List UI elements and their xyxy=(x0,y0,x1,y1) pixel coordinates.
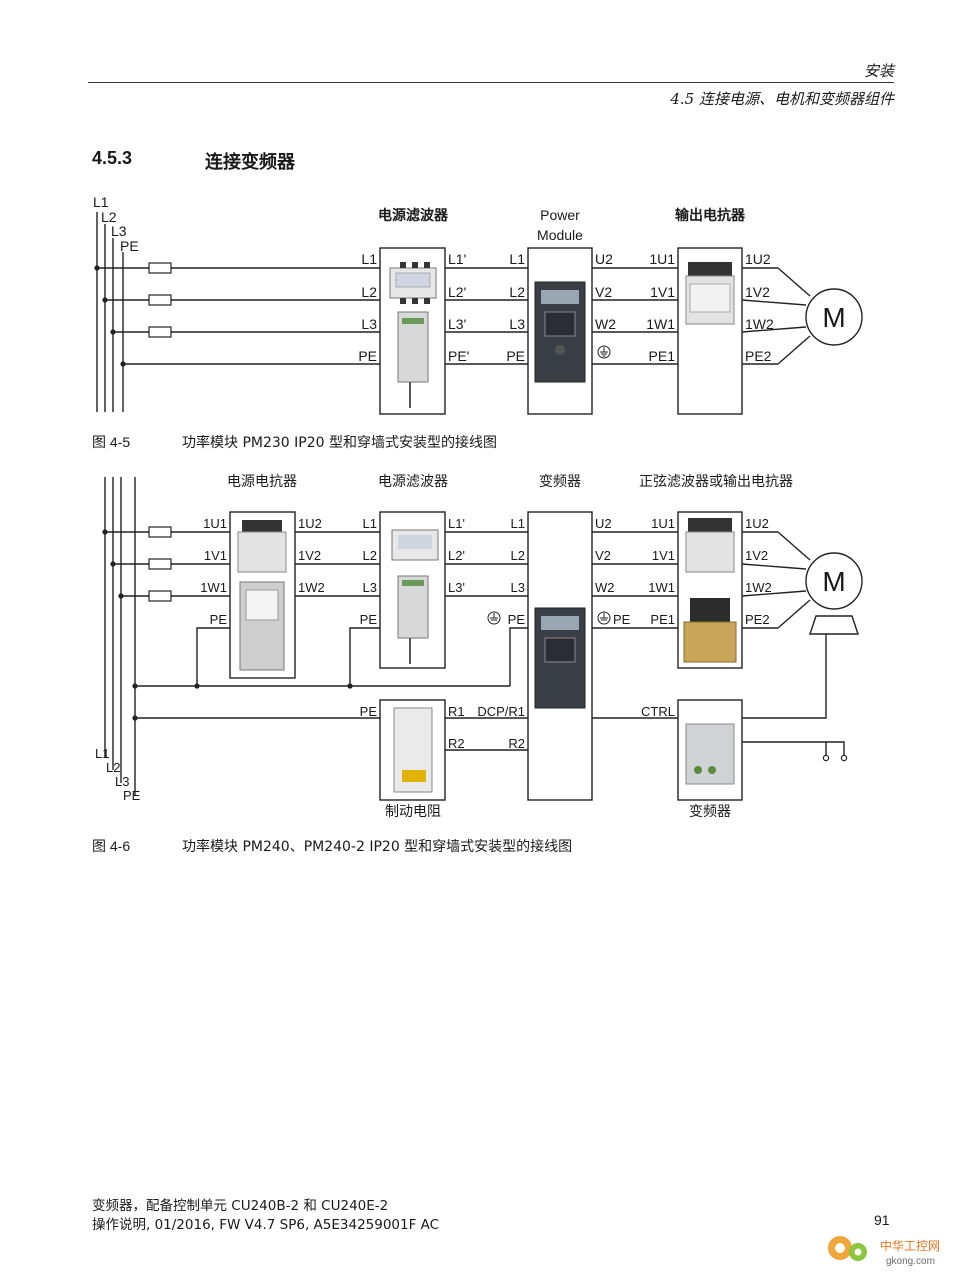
reactor-out-1u2: 1U2 xyxy=(745,251,771,267)
filter2-out-l3: L3' xyxy=(448,580,465,595)
bus-label-l1: L1 xyxy=(93,194,109,210)
inv-out-u2: U2 xyxy=(595,516,612,531)
filter-in-l1: L1 xyxy=(361,251,377,267)
filter2-out-l2: L2' xyxy=(448,548,465,563)
title-line-filter-2: 电源滤波器 xyxy=(378,474,448,490)
ctrl-device-label: 变频器 xyxy=(689,804,731,820)
inv-in-l1: L1 xyxy=(511,516,525,531)
filter-out-l3: L3' xyxy=(448,316,466,332)
filter-out-l2: L2' xyxy=(448,284,466,300)
inv-brake-r2: R2 xyxy=(508,736,525,751)
inv-out-w2: W2 xyxy=(595,580,615,595)
figure1-caption-number: 图 4-5 xyxy=(92,434,131,450)
pm-out-w2: W2 xyxy=(595,316,616,332)
sine-in-1w1: 1W1 xyxy=(648,580,675,595)
pm-in-l3: L3 xyxy=(509,316,525,332)
title-line-reactor: 电源电抗器 xyxy=(227,474,297,490)
footer-line-1: 变频器，配备控制单元 CU240B-2 和 CU240E-2 xyxy=(92,1198,389,1214)
figure2-caption-number: 图 4-6 xyxy=(92,838,131,854)
pm-out-v2: V2 xyxy=(595,284,612,300)
sine-out-1u2: 1U2 xyxy=(745,516,769,531)
reactor-out-1w2: 1W2 xyxy=(745,316,774,332)
filter-out-l1: L1' xyxy=(448,251,466,267)
line-reactor-out-1u2: 1U2 xyxy=(298,516,322,531)
pm-out-u2: U2 xyxy=(595,251,613,267)
section-number: 4.5.3 xyxy=(92,148,133,168)
sine-in-pe1: PE1 xyxy=(650,612,675,627)
bus-label-l3: L3 xyxy=(111,223,127,239)
sine-in-1v1: 1V1 xyxy=(652,548,675,563)
motor-symbol-2: M xyxy=(822,566,845,597)
title-inverter: 变频器 xyxy=(539,474,581,490)
ctrl-label: CTRL xyxy=(641,704,675,719)
reactor-in-1w1: 1W1 xyxy=(646,316,675,332)
brake-term-pe: PE xyxy=(360,704,378,719)
bus2-label-l2: L2 xyxy=(106,760,120,775)
wiring-diagram-pm240: 电源电抗器 电源滤波器 变频器 正弦滤波器或输出电抗器 1U1 1V1 1W1 … xyxy=(95,474,863,820)
line-reactor-out-1v2: 1V2 xyxy=(298,548,321,563)
reactor-in-1u1: 1U1 xyxy=(649,251,675,267)
reactor-in-1v1: 1V1 xyxy=(650,284,675,300)
filter2-out-l1: L1' xyxy=(448,516,465,531)
motor-symbol: M xyxy=(822,302,845,333)
filter2-in-l2: L2 xyxy=(363,548,377,563)
section-title: 连接变频器 xyxy=(205,152,295,173)
pm-in-l1: L1 xyxy=(509,251,525,267)
reactor-in-pe1: PE1 xyxy=(649,348,676,364)
bus2-label-l3: L3 xyxy=(115,774,129,789)
inv-in-pe: PE xyxy=(508,612,526,627)
inv-in-l2: L2 xyxy=(511,548,525,563)
sine-out-1v2: 1V2 xyxy=(745,548,768,563)
title-power-module-1: Power xyxy=(540,207,580,223)
pm-in-pe: PE xyxy=(506,348,525,364)
wiring-diagram-pm230: L1 L2 L3 PE 电源滤波器 Power Module 输出电抗器 L1 … xyxy=(93,194,863,415)
inv-out-pe: PE xyxy=(613,612,631,627)
figure2-caption-text: 功率模块 PM240、PM240-2 IP20 型和穿墙式安装型的接线图 xyxy=(182,839,573,855)
inv-in-l3: L3 xyxy=(511,580,525,595)
title-power-module-2: Module xyxy=(537,227,583,243)
watermark-logo: 中华工控网 gkong.com xyxy=(828,1236,940,1267)
watermark-text-2: gkong.com xyxy=(886,1256,935,1267)
title-output-reactor: 输出电抗器 xyxy=(675,207,746,224)
figure1-caption-text: 功率模块 PM230 IP20 型和穿墙式安装型的接线图 xyxy=(182,435,497,451)
filter2-in-l3: L3 xyxy=(363,580,377,595)
bus2-label-pe: PE xyxy=(123,788,141,803)
header-rule xyxy=(88,82,894,83)
line-reactor-in-1u1: 1U1 xyxy=(203,516,227,531)
line-reactor-in-1v1: 1V1 xyxy=(204,548,227,563)
inv-brake-dcp-r1: DCP/R1 xyxy=(477,704,525,719)
line-reactor-in-1w1: 1W1 xyxy=(200,580,227,595)
reactor-out-pe2: PE2 xyxy=(745,348,772,364)
line-reactor-out-1w2: 1W2 xyxy=(298,580,325,595)
sine-in-1u1: 1U1 xyxy=(651,516,675,531)
bus-label-l2: L2 xyxy=(101,209,117,225)
page-number: 91 xyxy=(874,1212,890,1228)
line-reactor-in-pe: PE xyxy=(210,612,228,627)
header-chapter: 安装 xyxy=(863,62,894,80)
filter-in-pe: PE xyxy=(358,348,377,364)
inv-out-v2: V2 xyxy=(595,548,611,563)
watermark-text-1: 中华工控网 xyxy=(880,1238,940,1253)
sine-out-pe2: PE2 xyxy=(745,612,770,627)
filter2-in-l1: L1 xyxy=(363,516,377,531)
brake-resistor-label: 制动电阻 xyxy=(385,804,441,820)
title-line-filter: 电源滤波器 xyxy=(378,207,449,224)
filter2-in-pe: PE xyxy=(360,612,378,627)
bus2-label-l1: L1 xyxy=(95,746,109,761)
brake-term-r2: R2 xyxy=(448,736,465,751)
bus-label-pe: PE xyxy=(120,238,139,254)
sine-out-1w2: 1W2 xyxy=(745,580,772,595)
title-sine-filter: 正弦滤波器或输出电抗器 xyxy=(639,474,793,490)
footer-line-2: 操作说明, 01/2016, FW V4.7 SP6, A5E34259001F… xyxy=(92,1217,440,1233)
gear-icon xyxy=(828,1236,867,1261)
filter-out-pe: PE' xyxy=(448,348,469,364)
header-section: 4.5 连接电源、电机和变频器组件 xyxy=(670,90,894,108)
pm-in-l2: L2 xyxy=(509,284,525,300)
reactor-out-1v2: 1V2 xyxy=(745,284,770,300)
brake-term-r1: R1 xyxy=(448,704,465,719)
filter-in-l2: L2 xyxy=(361,284,377,300)
filter-in-l3: L3 xyxy=(361,316,377,332)
